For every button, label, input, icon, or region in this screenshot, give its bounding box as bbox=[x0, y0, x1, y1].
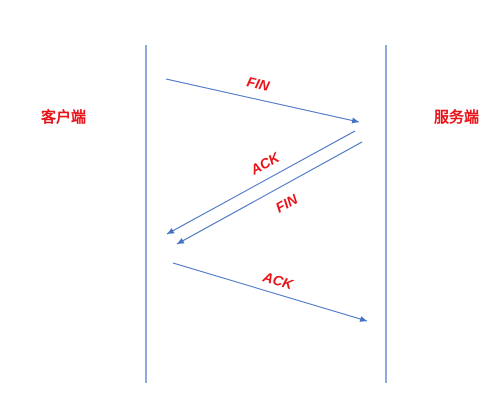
server-label: 服务端 bbox=[434, 108, 479, 126]
message-3-arrow bbox=[176, 141, 363, 245]
message-1-label: FIN bbox=[245, 73, 271, 94]
message-1-arrow bbox=[165, 78, 360, 124]
message-4-arrow bbox=[172, 262, 368, 322]
message-4-label: ACK bbox=[260, 268, 295, 292]
message-2-arrow bbox=[166, 130, 356, 235]
client-label: 客户端 bbox=[40, 108, 86, 126]
message-3-label: FIN bbox=[273, 190, 301, 215]
